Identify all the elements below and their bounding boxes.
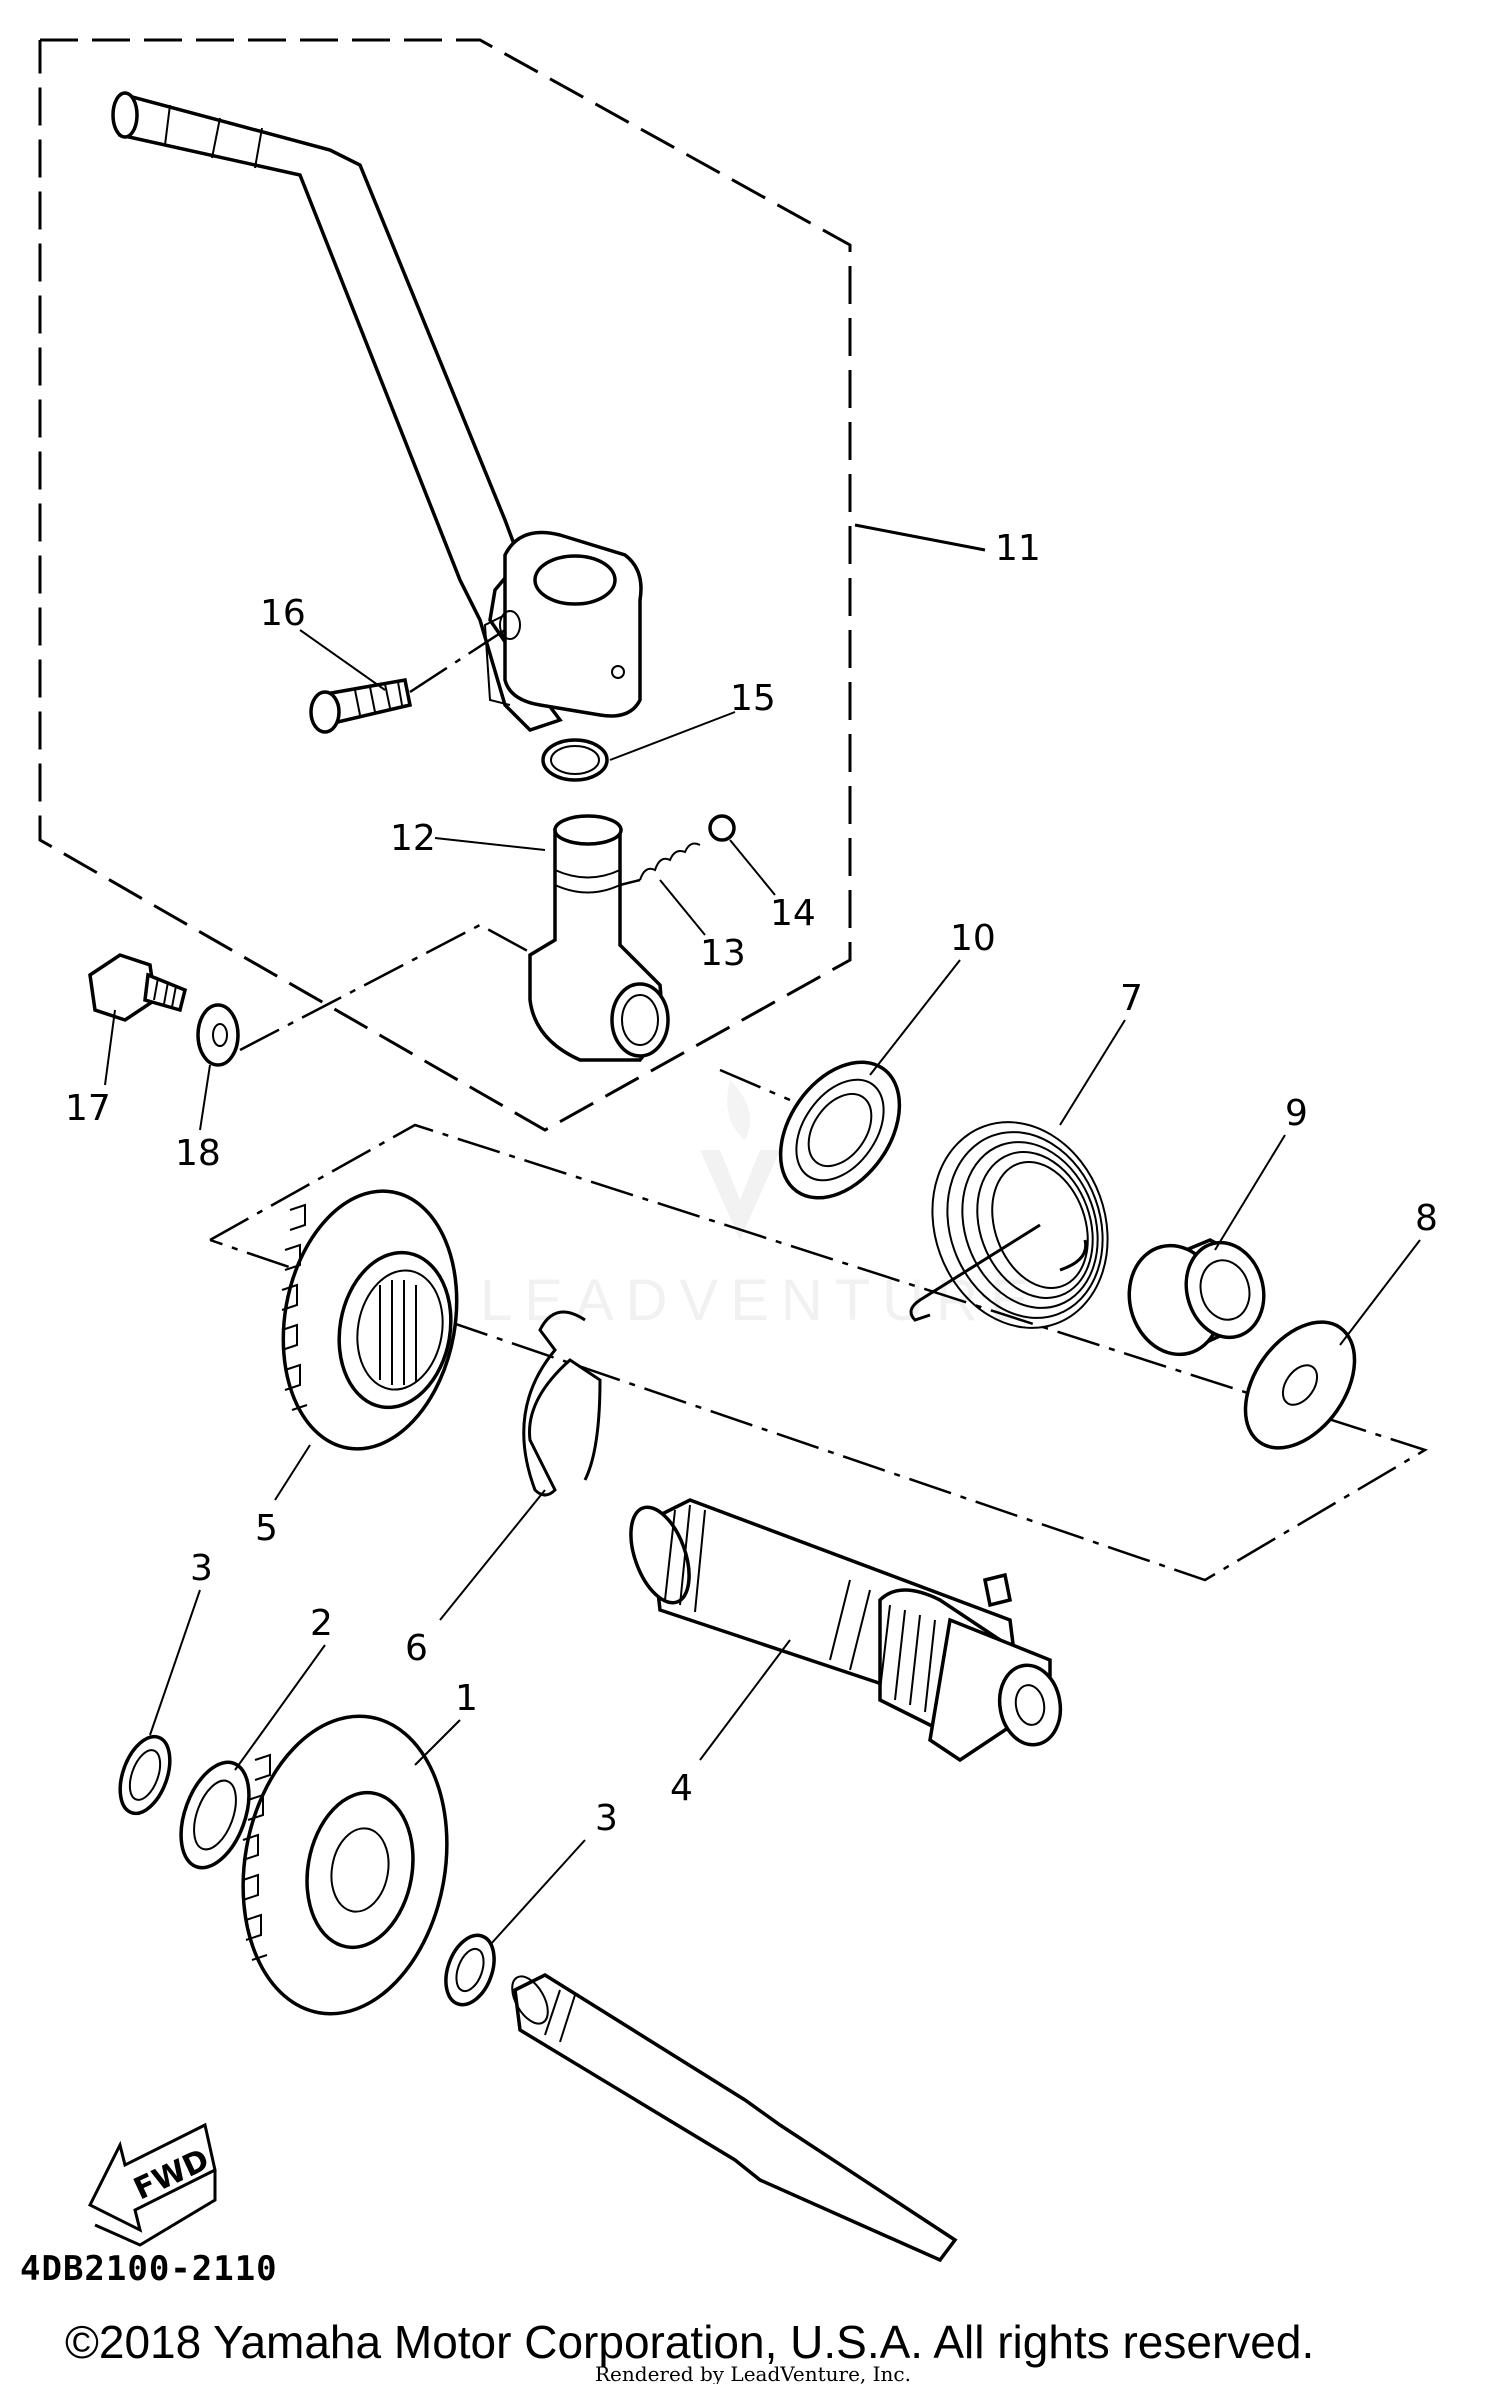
part-12-kick-axle [528,814,670,1062]
callout-3-left: 3 [190,1548,213,1589]
copyright-notice: ©2018 Yamaha Motor Corporation, U.S.A. A… [65,2316,1314,2368]
part-3-circlip-left [118,1734,172,1816]
part-10-oil-seal [719,1060,902,1200]
callout-1: 1 [455,1678,478,1719]
part-3-circlip-right [444,1933,496,2007]
fwd-label: FWD [129,2142,215,2207]
part-17-bolt [88,953,188,1022]
callout-17: 17 [65,1088,111,1129]
part-1-kick-idle-gear [241,1714,449,2016]
callout-5: 5 [255,1508,278,1549]
callout-10: 10 [950,918,996,959]
leader-11 [854,523,986,552]
callout-15: 15 [730,678,776,719]
fwd-arrow-icon: FWD [87,2122,217,2247]
watermark-text: LEADVENTURE [480,1268,1041,1333]
part-14-ball [708,814,736,842]
callout-12: 12 [390,818,436,859]
assembly-boundary [38,38,852,1132]
callout-14: 14 [770,893,816,934]
part-4-kick-shaft [629,1498,1063,1763]
part-2-washer [179,1760,251,1870]
callout-2: 2 [310,1603,333,1644]
part-6-clip [522,1310,602,1497]
leader-lines [104,629,1421,1946]
callout-9: 9 [1285,1093,1308,1134]
callout-16: 16 [260,593,306,634]
callout-4: 4 [670,1768,693,1809]
part-8-washer [1243,1320,1357,1450]
callout-7: 7 [1120,978,1143,1019]
callout-6: 6 [405,1628,428,1669]
part-5-kick-gear [281,1189,459,1451]
document-code: 4DB2100-2110 [20,2249,278,2289]
callout-8: 8 [1415,1198,1438,1239]
callout-18: 18 [175,1133,221,1174]
rendered-by: Rendered by LeadVenture, Inc. [595,2362,911,2384]
callout-11: 11 [995,528,1041,569]
part-13-spring [619,842,701,887]
callout-13: 13 [700,933,746,974]
part-9-collar [1127,1238,1266,1357]
callout-3-right: 3 [595,1798,618,1839]
assembly-box-outline [209,1123,1429,1582]
kick-crank-lever [111,91,643,733]
main-axle [511,1972,958,2263]
watermark-logo: LEADVENTURE [480,1080,1041,1333]
dashdot-17-12 [239,923,536,1052]
part-16-screw [309,628,506,734]
part-18-washer [196,1003,240,1067]
part-7-torsion-spring [909,1121,1109,1329]
